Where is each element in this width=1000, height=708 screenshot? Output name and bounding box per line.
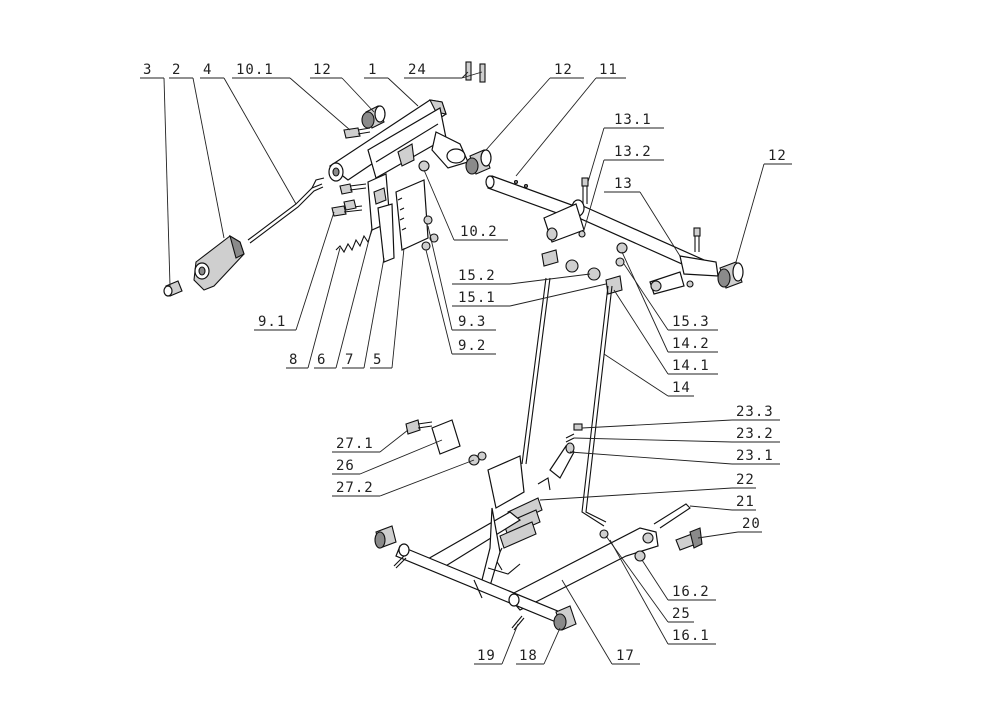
label-23-3: 23.3 xyxy=(736,404,774,420)
label-14: 14 xyxy=(672,380,691,396)
label-15-3: 15.3 xyxy=(672,314,710,330)
part-rod-4 xyxy=(247,177,325,244)
label-19: 19 xyxy=(477,648,496,664)
part-joint-15-14 xyxy=(541,242,628,295)
part-sector-plate-5 xyxy=(395,179,429,251)
label-21: 21 xyxy=(736,494,755,510)
part-bushing-frame-left xyxy=(374,525,397,549)
label-5: 5 xyxy=(373,352,382,368)
part-bolts-9-1 xyxy=(331,183,367,217)
part-plate-26 xyxy=(405,419,487,466)
label-1: 1 xyxy=(368,62,377,78)
label-4: 4 xyxy=(203,62,212,78)
label-23-1: 23.1 xyxy=(736,448,774,464)
part-bolt-10-1 xyxy=(343,127,371,139)
label-2: 2 xyxy=(172,62,181,78)
label-13: 13 xyxy=(614,176,633,192)
label-22: 22 xyxy=(736,472,755,488)
label-25: 25 xyxy=(672,606,691,622)
label-17: 17 xyxy=(616,648,635,664)
leader-lines xyxy=(140,71,792,665)
part-main-tube-1 xyxy=(328,99,469,182)
label-16-1: 16.1 xyxy=(672,628,710,644)
label-13-2: 13.2 xyxy=(614,144,652,160)
label-27-2: 27.2 xyxy=(336,480,374,496)
label-10-2: 10.2 xyxy=(460,224,498,240)
label-20: 20 xyxy=(742,516,761,532)
part-rod-14-right xyxy=(581,285,613,527)
label-27-1: 27.1 xyxy=(336,436,374,452)
part-latch-6-7 xyxy=(367,173,395,263)
label-14-2: 14.2 xyxy=(672,336,710,352)
label-9-1: 9.1 xyxy=(258,314,286,330)
label-6: 6 xyxy=(317,352,326,368)
part-lever-arm-13 xyxy=(543,199,719,295)
label-8: 8 xyxy=(289,352,298,368)
part-pin-19 xyxy=(393,555,525,631)
label-12-b: 12 xyxy=(554,62,573,78)
label-9-3: 9.3 xyxy=(458,314,486,330)
part-fork-23 xyxy=(549,423,583,479)
part-bushing-18 xyxy=(553,605,577,631)
part-bushing-12b xyxy=(465,149,492,175)
label-24: 24 xyxy=(408,62,427,78)
part-handle-grip-2 xyxy=(193,234,245,291)
parts-drawing xyxy=(163,61,744,631)
label-12-a: 12 xyxy=(313,62,332,78)
label-10-1: 10.1 xyxy=(236,62,274,78)
part-labels: 3 2 4 10.1 12 1 24 12 11 13.1 13.2 13 12… xyxy=(143,62,787,664)
part-bolts-13 xyxy=(578,177,701,252)
part-rod-14-left xyxy=(521,277,551,465)
part-bushing-12c xyxy=(717,261,744,289)
part-washers-16 xyxy=(599,529,646,562)
label-23-2: 23.2 xyxy=(736,426,774,442)
part-pins-24 xyxy=(465,61,486,83)
part-frame-17 xyxy=(395,455,659,623)
label-11: 11 xyxy=(599,62,618,78)
label-12-c: 12 xyxy=(768,148,787,164)
label-9-2: 9.2 xyxy=(458,338,486,354)
part-pin-20-clip-21 xyxy=(653,503,703,551)
label-13-1: 13.1 xyxy=(614,112,652,128)
part-bushing-12a xyxy=(361,105,386,129)
label-3: 3 xyxy=(143,62,152,78)
part-spring-8 xyxy=(335,229,373,254)
label-15-2: 15.2 xyxy=(458,268,496,284)
label-26: 26 xyxy=(336,458,355,474)
label-7: 7 xyxy=(345,352,354,368)
label-16-2: 16.2 xyxy=(672,584,710,600)
part-nuts-9 xyxy=(418,160,439,251)
label-18: 18 xyxy=(519,648,538,664)
part-pin-3 xyxy=(163,280,183,297)
label-15-1: 15.1 xyxy=(458,290,496,306)
label-14-1: 14.1 xyxy=(672,358,710,374)
